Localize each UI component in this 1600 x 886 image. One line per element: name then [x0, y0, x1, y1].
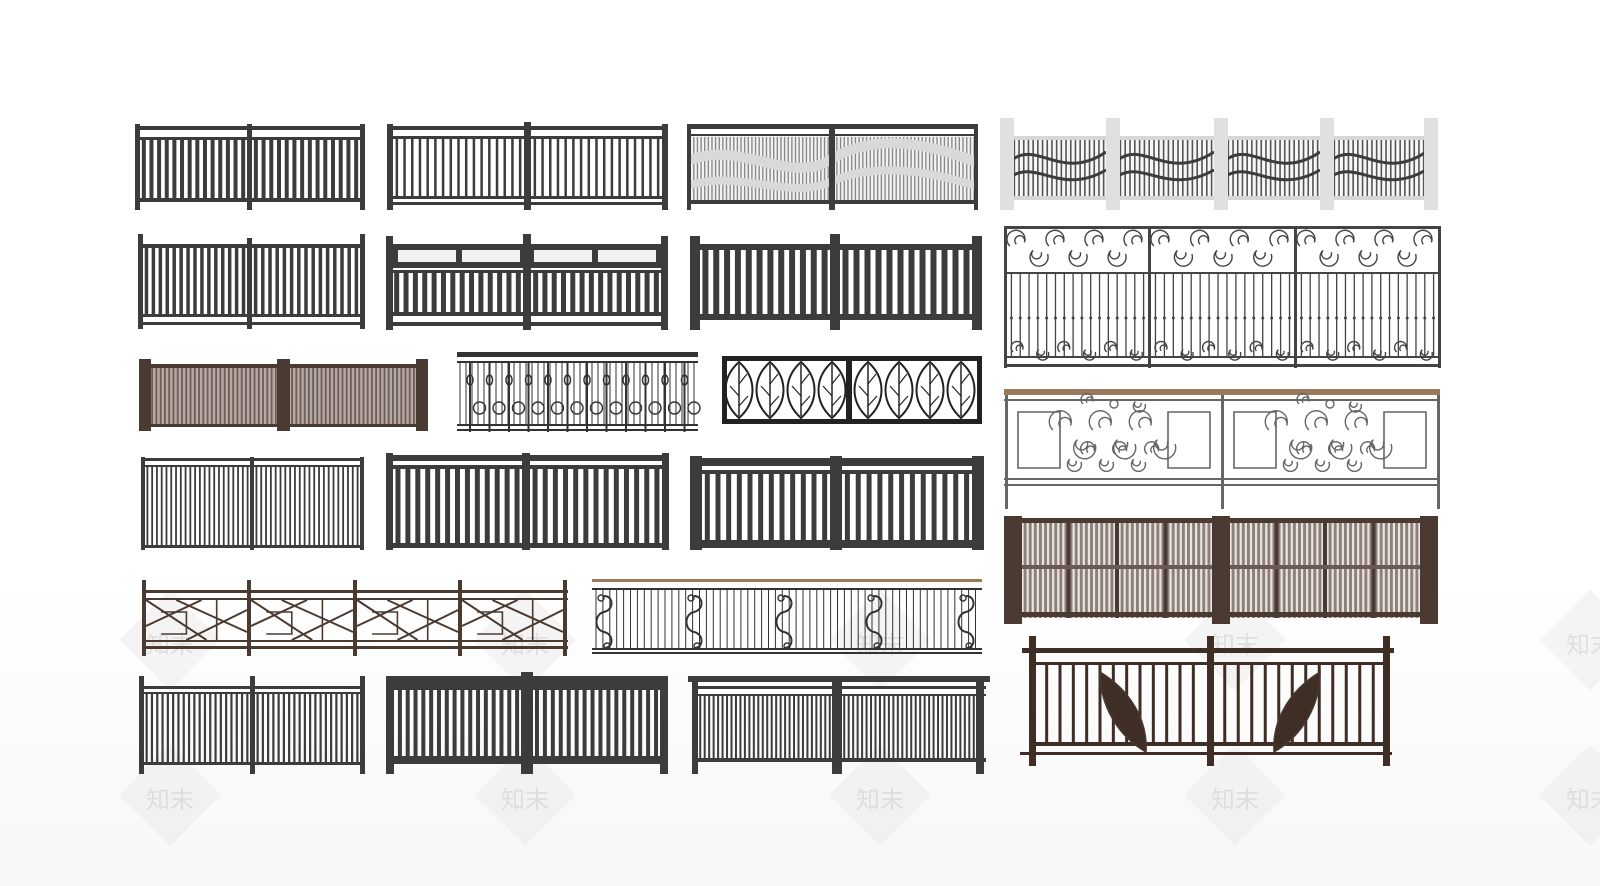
- watermark-text: 知末: [146, 786, 194, 814]
- railing-r4-brown-paneled-slats: [1004, 516, 1438, 624]
- railing-r5-leaf-motif-brown: [1020, 636, 1394, 766]
- railing-r6-thick-frame-bars: [386, 672, 668, 774]
- railing-r3-brown-slats: [139, 359, 428, 431]
- railing-r3-leaf-pattern: [722, 356, 982, 424]
- railing-r2-panel-top-windows: [386, 234, 668, 330]
- railing-r1-vertical-bars-thin: [135, 124, 365, 210]
- watermark-text: 知末: [1566, 786, 1600, 814]
- railing-r4-vertical-bars-dark: [386, 453, 669, 550]
- railing-r4-vertical-bars-light: [141, 457, 364, 550]
- watermark-text: 知末: [1211, 786, 1259, 814]
- watermark-text: 知末: [856, 786, 904, 814]
- watermark-text: 知末: [146, 631, 194, 659]
- watermark-text: 知末: [1211, 631, 1259, 659]
- railing-r2-wrought-iron-scroll: [1004, 226, 1441, 368]
- railing-r5-geometric-diagonal: [142, 580, 568, 656]
- railing-r4-heavy-frame-bars: [690, 456, 984, 550]
- railing-r1-vertical-bars-double-rail: [387, 122, 668, 210]
- railing-r3-ornamental-balusters: [457, 352, 701, 432]
- watermark-text: 知末: [1566, 631, 1600, 659]
- railing-r6-dense-bars: [139, 676, 365, 774]
- railing-r1-stone-posts-wave: [1000, 118, 1438, 210]
- railing-r3-baroque-iron-panel: [1004, 389, 1440, 509]
- railing-r2-vertical-bars-tall-posts: [138, 234, 365, 329]
- watermark-text: 知末: [501, 786, 549, 814]
- railing-r6-overhang-rail-bars: [688, 676, 990, 774]
- railing-r2-heavy-bars: [690, 234, 982, 330]
- railing-r1-wave-glass-panel: [687, 124, 978, 210]
- railing-r5-s-scroll-baluster: [592, 579, 982, 654]
